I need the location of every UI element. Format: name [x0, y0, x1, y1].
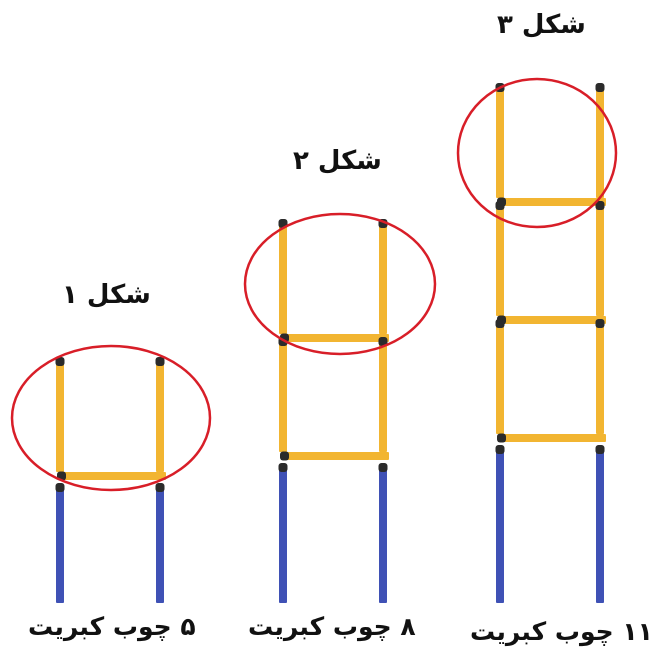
- figure-1-title: شکل ۱: [62, 280, 151, 310]
- figure-1-count: ۵ چوب کبریت: [28, 612, 196, 641]
- figure-2-horizontal-stick-2-head: [280, 451, 289, 461]
- figure-3-right-stick-2-head: [595, 201, 605, 210]
- figure-3-right-stick-3: [596, 322, 604, 434]
- figure-1-blue-left-stick: [56, 486, 64, 603]
- figure-2-horizontal-stick-1: [283, 334, 389, 342]
- figure-3-left-stick-1: [496, 86, 504, 198]
- figure-3-left-stick-2-head: [495, 201, 505, 210]
- figure-1-highlight-circle: [10, 344, 212, 492]
- figure-2-right-stick-2: [379, 340, 387, 452]
- figure-3-horizontal-stick-3-head: [497, 433, 506, 443]
- figure-2-highlight-circle: [243, 212, 437, 356]
- figure-1-left-stick-1: [56, 360, 64, 472]
- figure-2-left-stick-1: [279, 222, 287, 334]
- figure-1-left-stick-1-head: [55, 357, 65, 366]
- figure-3-blue-right-stick-head: [595, 445, 605, 454]
- figure-2-horizontal-stick-2: [283, 452, 389, 460]
- figure-3-horizontal-stick-1: [500, 198, 606, 206]
- figure-1-horizontal-stick-1: [60, 472, 166, 480]
- figure-3-horizontal-stick-3: [500, 434, 606, 442]
- figure-3-title: شکل ۳: [497, 10, 586, 40]
- figure-2-right-stick-2-head: [378, 337, 388, 346]
- figure-2-right-stick-1: [379, 222, 387, 334]
- figure-3-right-stick-1: [596, 86, 604, 198]
- figure-1-right-stick-1: [156, 360, 164, 472]
- figure-2-title: شکل ۲: [293, 146, 382, 176]
- figure-3-left-stick-3-head: [495, 319, 505, 328]
- figure-3-blue-left-stick-head: [495, 445, 505, 454]
- figure-3-right-stick-2: [596, 204, 604, 316]
- figure-2-blue-left-stick: [279, 466, 287, 603]
- figure-2-count: ۸ چوب کبریت: [248, 612, 416, 641]
- figure-2-blue-right-stick-head: [378, 463, 388, 472]
- figure-1-blue-right-stick: [156, 486, 164, 603]
- figure-3-count: ۱۱ چوب کبریت: [470, 617, 653, 646]
- figure-3-left-stick-3: [496, 322, 504, 434]
- figure-2-left-stick-2: [279, 340, 287, 452]
- figure-3-right-stick-1-head: [595, 83, 605, 92]
- figure-3-horizontal-stick-2: [500, 316, 606, 324]
- figure-1-blue-right-stick-head: [155, 483, 165, 492]
- figure-2-blue-right-stick: [379, 466, 387, 603]
- figure-3-blue-left-stick: [496, 448, 504, 603]
- figure-3-left-stick-2: [496, 204, 504, 316]
- figure-3-blue-right-stick: [596, 448, 604, 603]
- figure-2-blue-left-stick-head: [278, 463, 288, 472]
- figure-3-right-stick-3-head: [595, 319, 605, 328]
- figure-1-right-stick-1-head: [155, 357, 165, 366]
- figure-1-blue-left-stick-head: [55, 483, 65, 492]
- figure-3-highlight-circle: [456, 77, 618, 229]
